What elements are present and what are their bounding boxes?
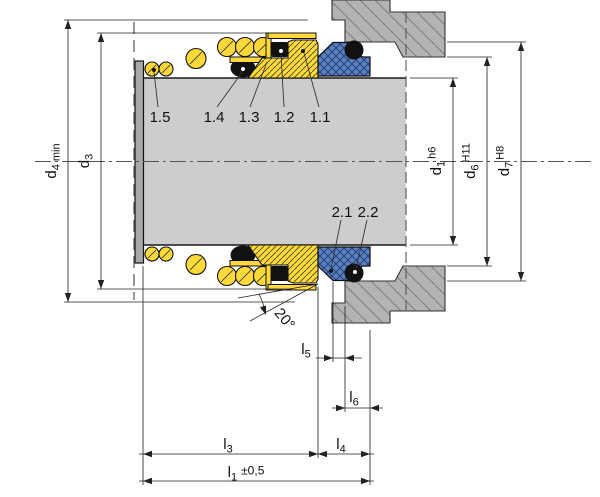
dim-d3-label: d3 — [76, 154, 96, 168]
angle-annotation: 20° — [237, 283, 319, 333]
dim-l5: l5 — [301, 341, 362, 362]
dim-l4-label: l4 — [336, 436, 345, 456]
dim-d4-label: d4 min — [43, 143, 63, 178]
housing-bottom — [331, 265, 446, 324]
dim-l5-label: l5 — [301, 341, 310, 361]
ref-label-1-3: 1.3 — [239, 109, 260, 126]
dim-d4: d4 min — [43, 19, 308, 303]
dim-d1: d1h6 — [410, 77, 458, 246]
elastomer-ring-bottom — [271, 266, 288, 281]
extension-lines — [142, 266, 371, 485]
angle-label: 20° — [271, 305, 299, 333]
ref-label-2-2: 2.2 — [358, 204, 379, 221]
elastomer-ring-top — [271, 42, 288, 57]
collar — [134, 60, 145, 264]
ref-label-1-1: 1.1 — [310, 109, 331, 126]
dim-d7: d7H8 — [447, 41, 526, 282]
oring-shaft-bottom — [230, 245, 256, 265]
ref-label-1-4: 1.4 — [204, 109, 225, 126]
shaft — [143, 78, 406, 245]
housing-top — [331, 0, 446, 58]
dim-l1-label: l1±0,5 — [228, 464, 265, 484]
dim-l6: l6 — [332, 389, 383, 412]
ref-label-1-2: 1.2 — [274, 109, 295, 126]
ref-label-2-1: 2.1 — [332, 204, 353, 221]
dim-l1: l1±0,5 — [139, 464, 374, 485]
spring-bottom-slashes — [147, 249, 270, 283]
spring-top-slashes — [147, 40, 270, 74]
ref-label-1-5: 1.5 — [150, 109, 171, 126]
dim-d7-label: d7H8 — [495, 146, 516, 177]
dim-l3-l4: l3 l4 — [139, 436, 374, 458]
dim-d3: d3 — [76, 32, 292, 290]
oring-seat-top — [344, 40, 364, 60]
dim-d6-label: d6H11 — [461, 143, 482, 179]
leader-lines — [152, 49, 368, 274]
dim-d6: d6H11 — [447, 56, 492, 267]
dim-l3-label: l3 — [223, 436, 232, 456]
dim-d1-label: d1h6 — [427, 147, 448, 176]
dim-l6-label: l6 — [349, 389, 358, 409]
